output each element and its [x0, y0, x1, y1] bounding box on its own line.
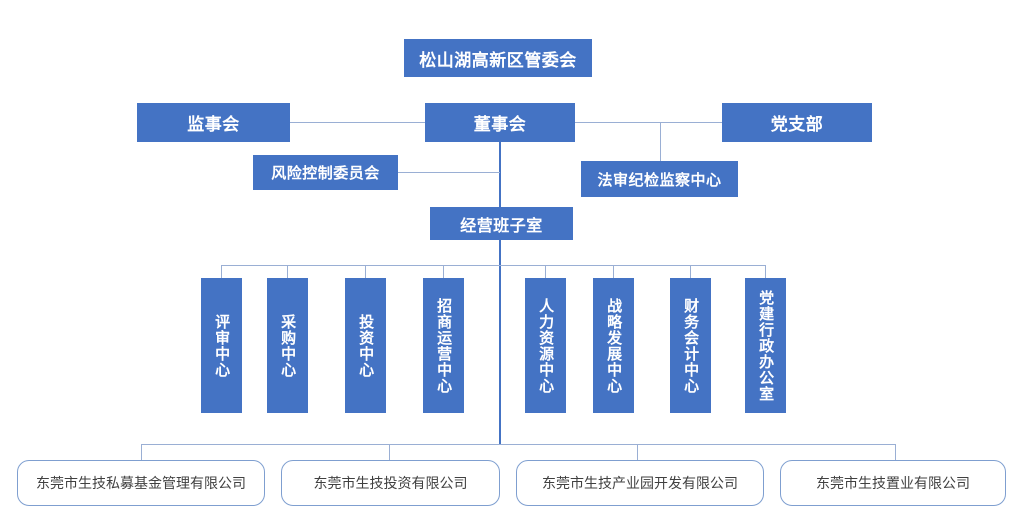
subsidiary-label: 东莞市生技私募基金管理有限公司	[36, 475, 246, 491]
node-label: 董事会	[473, 115, 527, 134]
node-supervisory-board[interactable]: 监事会	[137, 103, 290, 142]
connector-dept-drop-7	[690, 265, 691, 278]
connector-dept-drop-5	[545, 265, 546, 278]
connector-dept-drop-6	[613, 265, 614, 278]
dept-human-resources-center[interactable]: 人力资源中心	[525, 278, 566, 413]
node-label: 风险控制委员会	[271, 165, 380, 182]
connector-level2-horizontal	[289, 122, 435, 123]
dept-investment-center[interactable]: 投资中心	[345, 278, 386, 413]
node-label: 经营班子室	[460, 217, 543, 235]
node-board-of-directors[interactable]: 董事会	[425, 103, 575, 142]
connector-sub-drop-2	[389, 444, 390, 460]
dept-finance-accounting-center[interactable]: 财务会计中心	[670, 278, 711, 413]
node-label: 法审纪检监察中心	[597, 171, 722, 189]
dept-evaluation-center[interactable]: 评审中心	[201, 278, 242, 413]
subsidiary-real-estate-co[interactable]: 东莞市生技置业有限公司	[780, 460, 1006, 506]
connector-sub-drop-4	[895, 444, 896, 460]
dept-label: 招商运营中心	[435, 297, 453, 394]
subsidiary-label: 东莞市生技投资有限公司	[313, 475, 468, 491]
node-label: 监事会	[187, 115, 240, 134]
node-songshanhu-committee[interactable]: 松山湖高新区管委会	[404, 39, 592, 77]
connector-dept-drop-4	[443, 265, 444, 278]
dept-label: 战略发展中心	[605, 297, 623, 394]
connector-dept-drop-8	[765, 265, 766, 278]
connector-level2-horizontal-right	[575, 122, 722, 123]
connector-dept-drop-1	[221, 265, 222, 278]
dept-label: 投资中心	[357, 313, 375, 378]
subsidiary-label: 东莞市生技置业有限公司	[816, 475, 970, 491]
subsidiary-private-fund-management-co[interactable]: 东莞市生技私募基金管理有限公司	[17, 460, 265, 506]
dept-label: 评审中心	[213, 313, 231, 378]
connector-dept-drop-3	[365, 265, 366, 278]
node-legal-audit-discipline-center[interactable]: 法审纪检监察中心	[581, 161, 738, 197]
dept-label: 党建行政办公室	[757, 289, 775, 402]
connector-sub-drop-3	[637, 444, 638, 460]
connector-dept-drop-2	[287, 265, 288, 278]
subsidiary-label: 东莞市生技产业园开发有限公司	[542, 475, 738, 491]
connector-management-spine	[499, 239, 501, 444]
node-management-team-office[interactable]: 经营班子室	[430, 207, 573, 240]
subsidiary-industrial-park-development-co[interactable]: 东莞市生技产业园开发有限公司	[516, 460, 764, 506]
connector-risk-committee	[398, 172, 500, 173]
connector-departments-bar	[221, 265, 765, 266]
node-party-branch[interactable]: 党支部	[722, 103, 872, 142]
dept-investment-promotion-operation-center[interactable]: 招商运营中心	[423, 278, 464, 413]
dept-procurement-center[interactable]: 采购中心	[267, 278, 308, 413]
connector-legal-audit-center	[660, 122, 661, 161]
connector-subsidiaries-bar	[141, 444, 896, 445]
dept-strategy-development-center[interactable]: 战略发展中心	[593, 278, 634, 413]
node-label: 党支部	[770, 115, 824, 134]
connector-sub-drop-1	[141, 444, 142, 460]
node-risk-control-committee[interactable]: 风险控制委员会	[253, 155, 398, 190]
subsidiary-investment-co[interactable]: 东莞市生技投资有限公司	[281, 460, 500, 506]
node-label: 松山湖高新区管委会	[419, 50, 577, 70]
connector-board-to-management	[499, 142, 501, 207]
dept-label: 财务会计中心	[682, 297, 700, 394]
dept-party-admin-office[interactable]: 党建行政办公室	[745, 278, 786, 413]
dept-label: 采购中心	[279, 313, 297, 378]
dept-label: 人力资源中心	[537, 297, 555, 394]
